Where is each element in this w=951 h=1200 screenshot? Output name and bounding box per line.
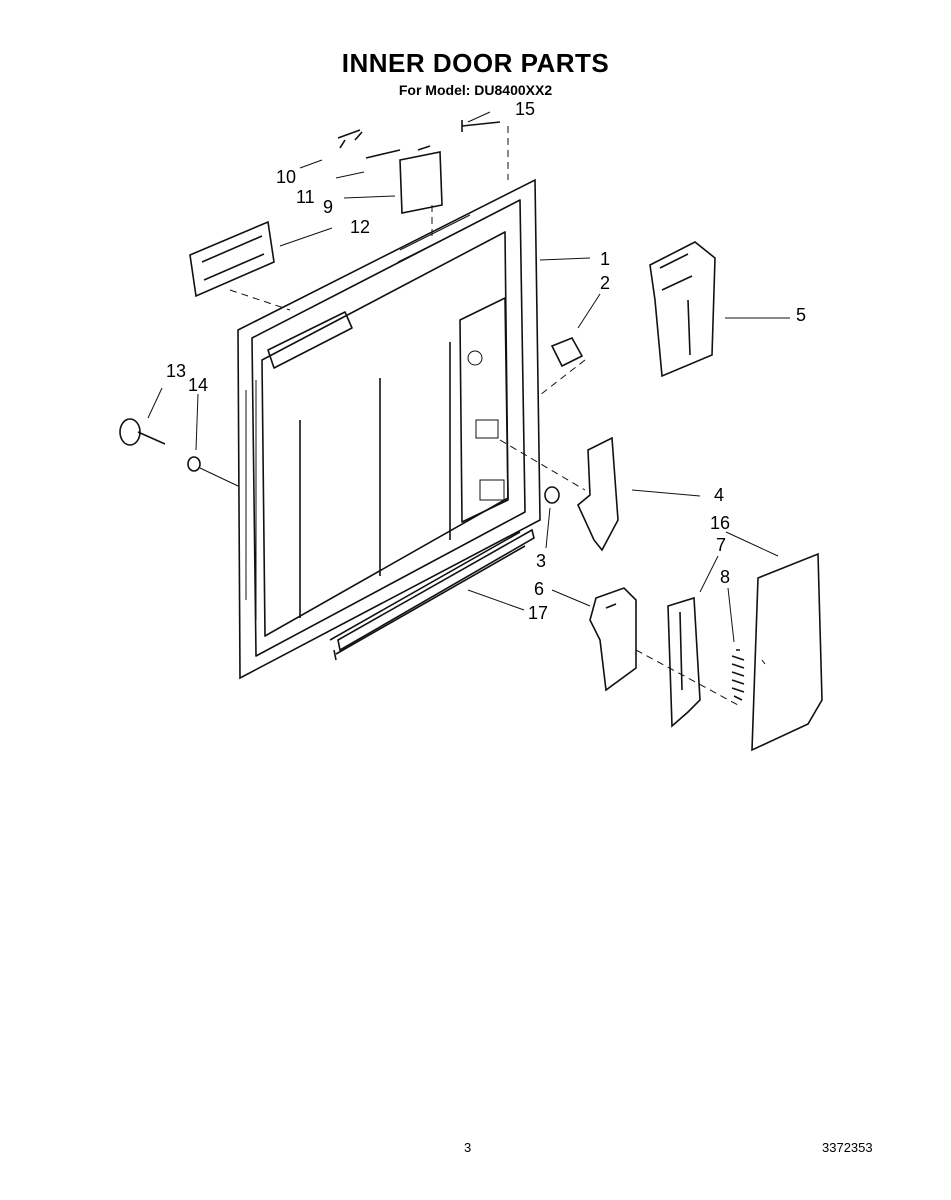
- callout-3: 3: [536, 551, 547, 571]
- callout-1: 1: [600, 249, 611, 269]
- callout-9: 9: [323, 197, 334, 217]
- clip-assembly-9-11: [337, 129, 443, 240]
- nut-3: [544, 486, 560, 504]
- slide-7: [635, 596, 739, 728]
- seal-strip-17: [333, 528, 535, 661]
- callout-8: 8: [720, 567, 731, 587]
- callout-16: 16: [710, 513, 731, 533]
- model-subtitle: For Model: DU8400XX2: [398, 82, 553, 98]
- callout-10: 10: [276, 167, 297, 187]
- bracket-6: [589, 587, 637, 692]
- callout-4: 4: [714, 485, 725, 505]
- module-5: [649, 241, 716, 378]
- callout-13: 13: [166, 361, 187, 381]
- inner-door-panel: [237, 178, 541, 680]
- callout-6: 6: [534, 579, 545, 599]
- callout-17: 17: [528, 603, 549, 623]
- callout-7: 7: [716, 535, 727, 555]
- callout-15: 15: [515, 99, 536, 119]
- page-number: 3: [464, 1140, 472, 1155]
- spring-8: [731, 649, 745, 701]
- leader-lines: [147, 111, 790, 643]
- page-title: INNER DOOR PARTS: [341, 48, 610, 78]
- callout-14: 14: [188, 375, 209, 395]
- screw-15: [461, 120, 509, 180]
- callout-2: 2: [600, 273, 611, 293]
- knob-13-nut-14: [119, 418, 239, 487]
- bracket-4: [499, 436, 619, 552]
- document-number: 3372353: [822, 1140, 873, 1155]
- callout-5: 5: [796, 305, 807, 325]
- callout-12: 12: [350, 217, 371, 237]
- callout-11: 11: [296, 187, 315, 207]
- vent-grille-12: [189, 220, 291, 311]
- latch-2: [539, 336, 586, 396]
- cover-16: [751, 552, 823, 752]
